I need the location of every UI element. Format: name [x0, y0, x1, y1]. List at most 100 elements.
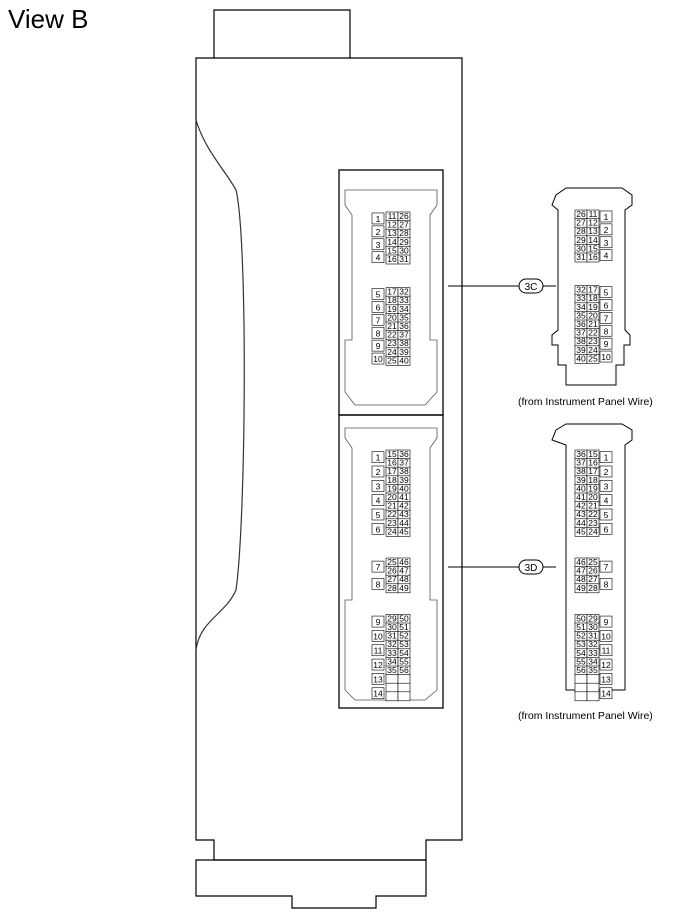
face-3c-pin: 1: [604, 212, 609, 222]
housing-3c-pin: 19: [387, 304, 397, 314]
housing-3c-pin: 40: [399, 355, 409, 365]
housing-3d-pin-cell: [371, 523, 385, 535]
housing-3c-pin: 11: [388, 211, 397, 221]
housing-3c-pin: 4: [376, 253, 381, 263]
housing-3c-pin-cell: [371, 352, 385, 365]
housing-3d-pin: 4: [376, 496, 381, 506]
housing-3d-pin: 33: [387, 648, 397, 658]
housing-3c-pin: 14: [387, 237, 397, 247]
face-3c-pin: 21: [588, 319, 598, 329]
face-3c-pin: 13: [588, 226, 598, 236]
housing-3d-pin-cell: [371, 630, 385, 642]
face-3c-pin: 2: [604, 225, 609, 235]
housing-3c-pin: 13: [387, 228, 397, 238]
face-3d-pin: 19: [588, 483, 598, 493]
face-3c-pin: 4: [604, 251, 609, 261]
face-3d-pin: 37: [576, 458, 586, 468]
face-3d-pin: 55: [576, 656, 586, 666]
face-3d-pin: 25: [588, 557, 598, 567]
housing-3d-pin-cell: [397, 583, 411, 594]
housing-3c-pin: 32: [399, 287, 409, 297]
face-3d-pin: 2: [604, 467, 609, 477]
face-3c-pin-cell: [599, 236, 613, 249]
housing-3c-pin: 29: [399, 237, 409, 247]
housing-3c-pin: 28: [399, 228, 409, 238]
face-3c-pin: 28: [576, 226, 586, 236]
face-3d-pin: 29: [588, 613, 598, 623]
face-3d-pin: 44: [576, 518, 586, 528]
face-3c-pin: 16: [588, 252, 598, 262]
face-3d-pin-cell: [599, 615, 613, 628]
face-3c-pin: 38: [576, 336, 586, 346]
face-3c-pin-cell: [599, 299, 613, 311]
housing-3d-pin: 9: [376, 617, 381, 627]
housing-3d-pin: 15: [387, 449, 397, 459]
housing-3d-pin: 36: [399, 449, 409, 459]
face-3d-pin: 26: [588, 566, 598, 576]
housing-3c-pin-cell: [371, 339, 385, 352]
housing-3c-pin: 25: [387, 355, 397, 365]
housing-3d-pin: 35: [387, 665, 397, 675]
housing-3d-pin: 11: [374, 646, 383, 656]
housing-3d-pin: 54: [399, 648, 409, 658]
face-3d-pin: 46: [576, 557, 586, 567]
housing-3d-pin: 16: [387, 458, 397, 468]
face-3d-pin: 10: [601, 631, 611, 641]
face-3c-pin: 5: [604, 288, 609, 298]
callout-3C: 3C: [518, 278, 544, 294]
face-3d-pin: 5: [604, 510, 609, 520]
housing-3c-pin: 10: [373, 354, 383, 364]
housing-3c-pin: 37: [399, 330, 409, 340]
face-3d-pin: 4: [604, 496, 609, 506]
face-3d-pin-cell: [574, 691, 588, 702]
housing-3d-pin: 1: [376, 453, 381, 463]
housing-3c-pin: 33: [399, 295, 409, 305]
face-3d-pin: 3: [604, 481, 609, 491]
housing-3d-pin: 55: [399, 656, 409, 666]
housing-3d-pin: 28: [387, 583, 397, 593]
face-3d-pin-cell: [599, 658, 613, 671]
face-3d-pin: 49: [576, 583, 586, 593]
face-3d-pin-cell: [599, 494, 613, 506]
housing-3d-pin: 14: [373, 689, 383, 699]
face-3c-pin: 27: [576, 218, 586, 228]
face-3d-pin: 12: [601, 660, 611, 670]
face-3c-pin: 8: [604, 326, 609, 336]
housing-3c-pin: 23: [387, 338, 397, 348]
face-3c-pin: 9: [604, 339, 609, 349]
face-3d-pin: 28: [588, 583, 598, 593]
housing-3d-pin-cell: [371, 494, 385, 506]
face-3c-pin: 24: [588, 345, 598, 355]
face-3d-pin: 42: [576, 501, 586, 511]
face-3d-pin-cell: [586, 674, 600, 684]
housing-3d-pin: 41: [399, 492, 409, 502]
face-3d-pin: 33: [588, 648, 598, 658]
caption-3D: (from Instrument Panel Wire): [518, 710, 653, 722]
housing-3d-pin-cell: [371, 615, 385, 628]
face-3c-pin: 32: [576, 285, 586, 295]
face-3c-pin: 35: [576, 310, 586, 320]
face-3d-pin: 17: [588, 466, 598, 476]
caption-3C: (from Instrument Panel Wire): [518, 396, 653, 408]
face-3c-pin: 26: [576, 209, 586, 219]
face-3d-pin: 14: [601, 689, 611, 699]
face-3d-pin: 22: [588, 509, 598, 519]
housing-3d-pin: 48: [399, 574, 409, 584]
housing-3c-pin: 1: [376, 214, 381, 224]
face-3d-pin: 52: [576, 631, 586, 641]
face-3d-pin: 27: [588, 574, 598, 584]
housing-3d-pin: 34: [387, 656, 397, 666]
housing-3d-pin: 10: [373, 631, 383, 641]
housing-3d-pin: 53: [399, 639, 409, 649]
housing-3c-pin-cell: [397, 356, 411, 366]
housing-3d-pin-cell: [385, 691, 399, 702]
housing-3c-pin: 3: [376, 240, 381, 250]
housing-3d-pin-cell: [397, 527, 411, 537]
face-3d-pin-cell: [586, 682, 600, 693]
housing-3c-pin-cell: [371, 288, 385, 300]
housing-3d-pin: 56: [399, 665, 409, 675]
housing-3d-pin: 13: [373, 674, 383, 684]
housing-3d-pin: 24: [387, 526, 397, 536]
housing-3d-pin-cell: [371, 644, 385, 657]
face-3c-pin-cell: [586, 354, 600, 364]
